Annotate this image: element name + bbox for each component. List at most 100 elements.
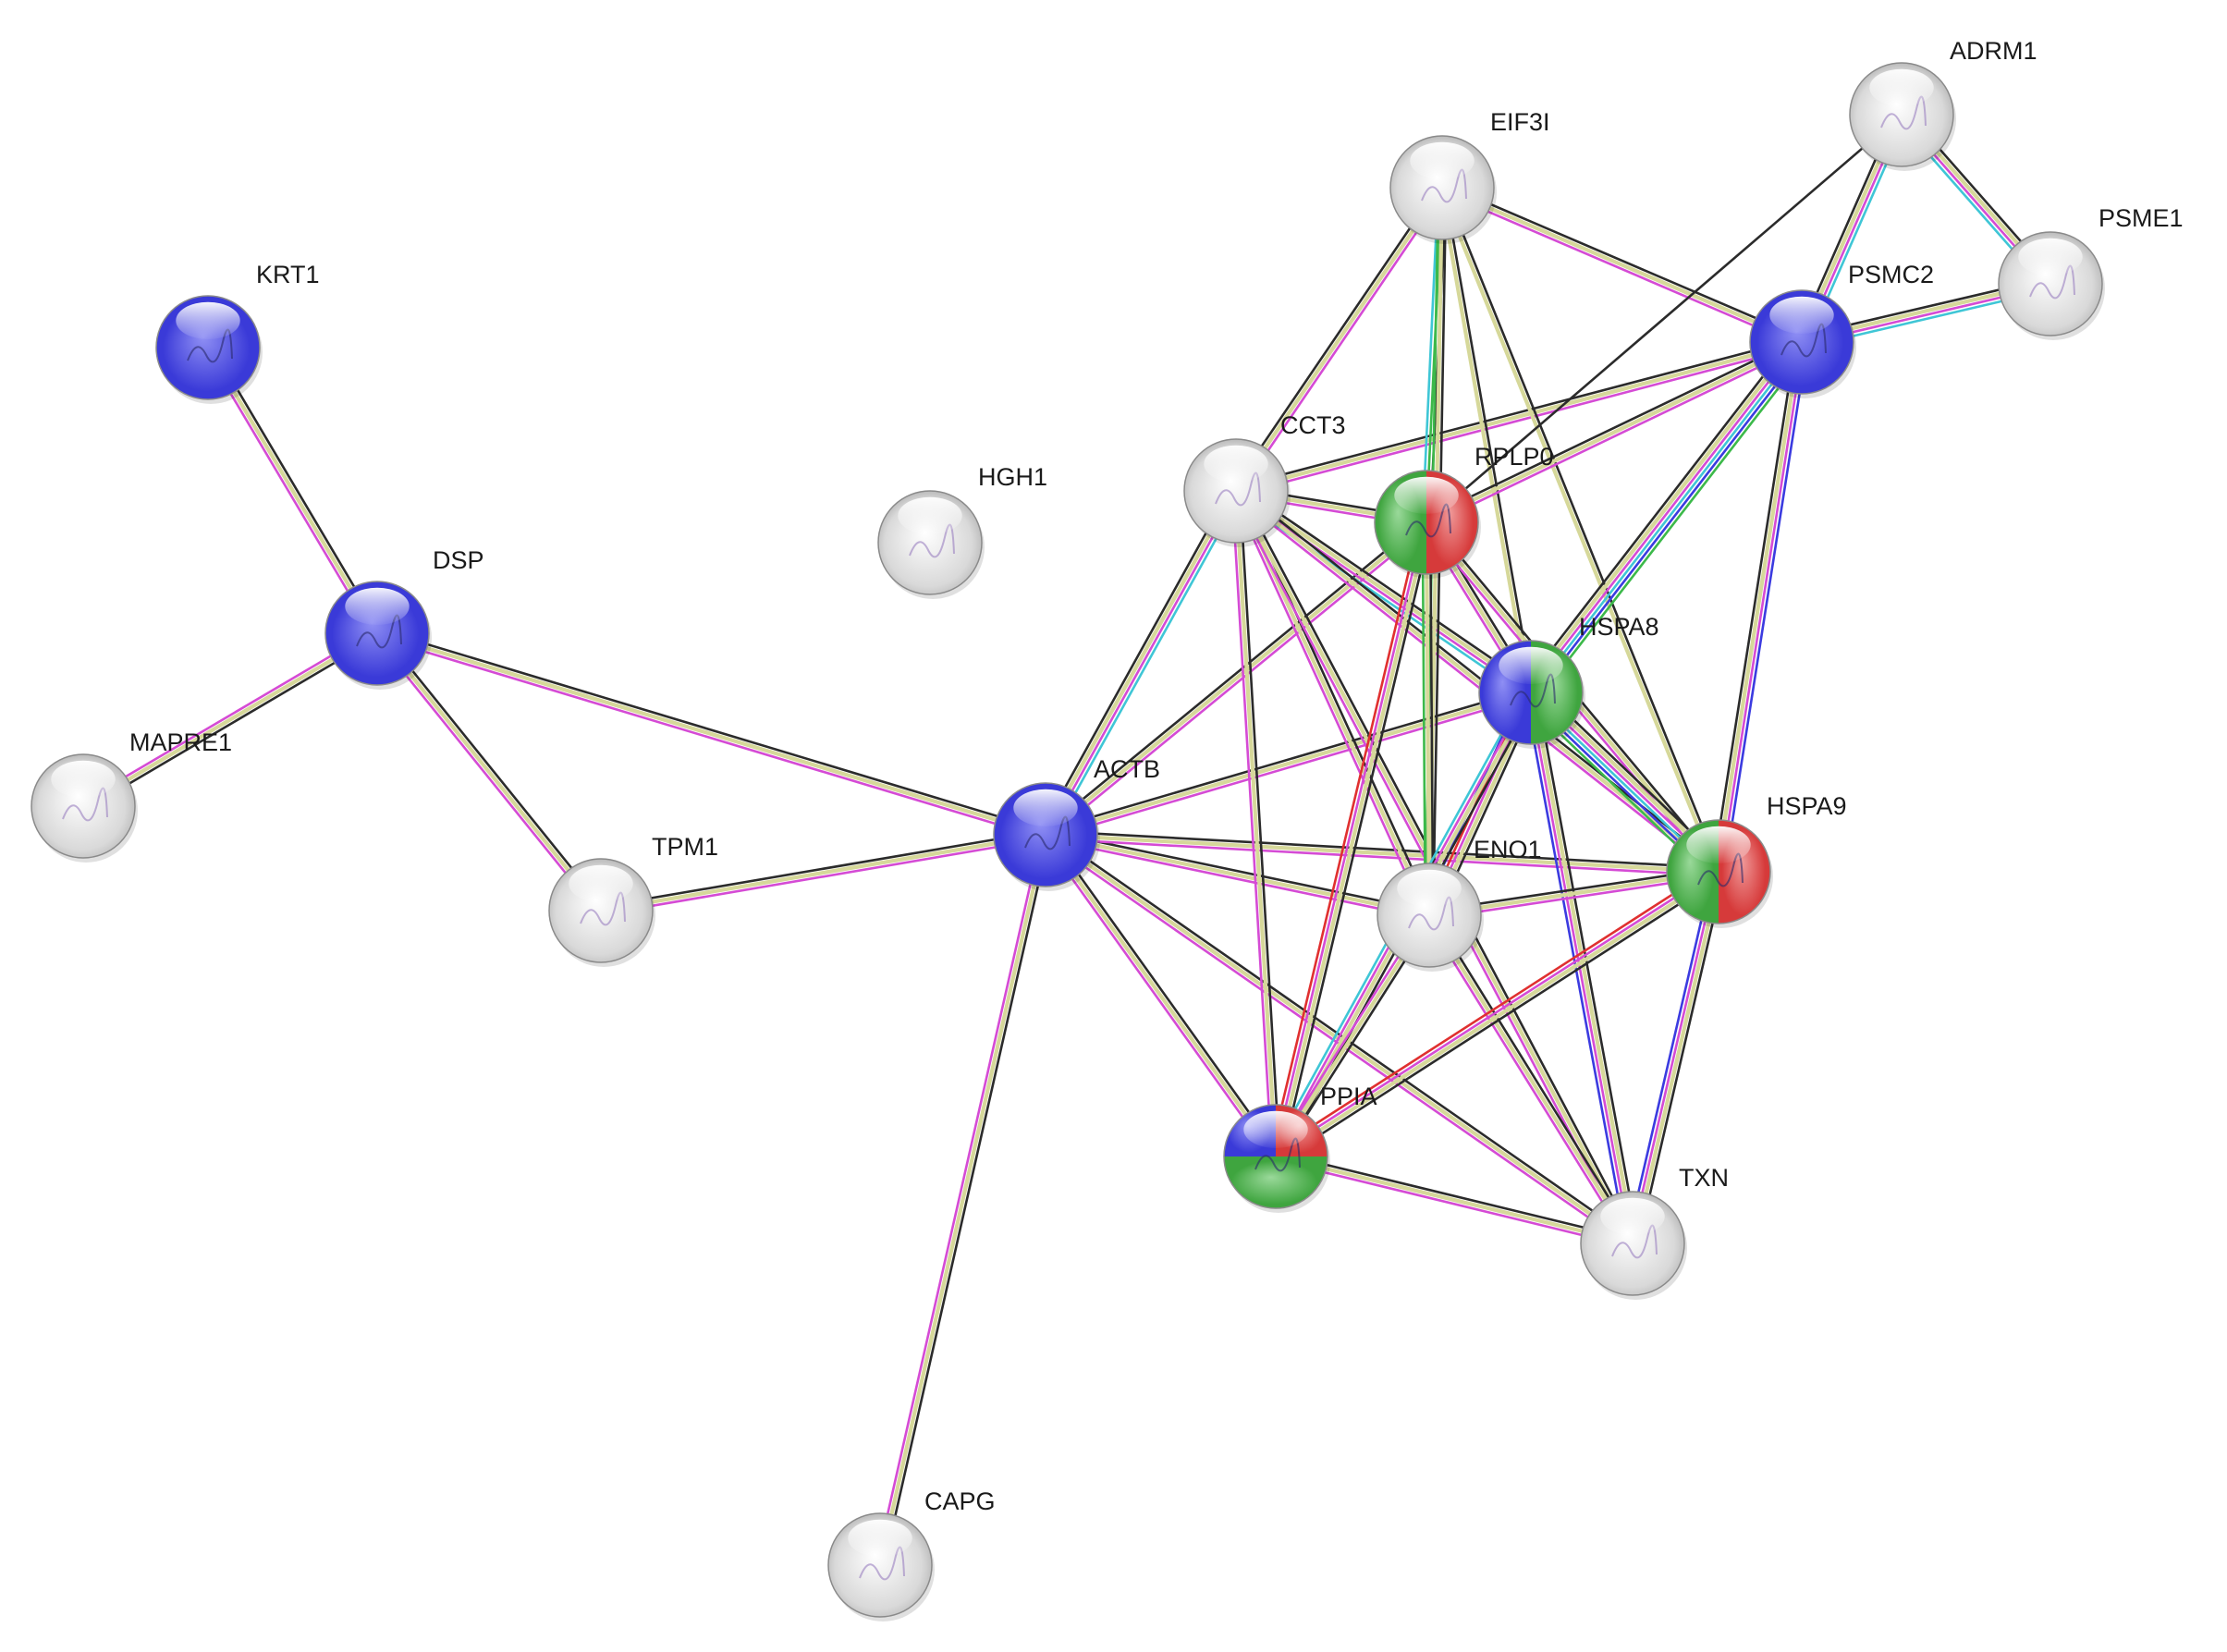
node-label-mapre1: MAPRE1 — [129, 728, 232, 756]
edge-channel-yellow — [1273, 1154, 1635, 1246]
edge-channel-cyan — [1531, 341, 1805, 695]
edge-rplp0-adrm1 — [1425, 113, 1903, 524]
edge-eif3i-psmc2 — [1439, 182, 1805, 348]
edge-channel-yellow — [877, 832, 1048, 1568]
edge-channel-magenta — [373, 634, 600, 914]
node-krt1[interactable]: KRT1 — [155, 261, 320, 404]
edge-channel-yellow — [1438, 186, 1719, 875]
node-mapre1[interactable]: MAPRE1 — [31, 728, 232, 863]
edge-channel-yellow — [80, 630, 380, 809]
edge-channel-yellow — [1632, 870, 1723, 1246]
node-dsp[interactable]: DSP — [324, 546, 484, 690]
edge-channel-black — [1045, 829, 1432, 913]
edge-channel-black — [83, 635, 381, 811]
node-psme1[interactable]: PSME1 — [1998, 204, 2184, 340]
node-hspa9[interactable]: HSPA9 — [1666, 792, 1847, 928]
edge-channel-black — [1039, 486, 1232, 834]
node-capg[interactable]: CAPG — [827, 1487, 996, 1621]
edge-channel-black — [1442, 186, 1535, 693]
edge-channel-yellow — [1523, 337, 1800, 691]
edge-hspa9-psmc2 — [1711, 339, 1809, 875]
node-outline — [1666, 819, 1771, 924]
edge-eif3i-hspa8 — [1438, 186, 1535, 695]
node-label-ppia: PPIA — [1320, 1083, 1377, 1110]
node-hgh1[interactable]: HGH1 — [877, 463, 1047, 599]
edge-channel-black — [1275, 1151, 1635, 1242]
node-label-krt1: KRT1 — [256, 261, 320, 288]
edge-channel-yellow — [1530, 690, 1637, 1245]
edge-channel-yellow — [1043, 832, 1279, 1159]
node-txn[interactable]: TXN — [1580, 1164, 1729, 1300]
edge-channel-blue — [1534, 344, 1808, 698]
edge-eif3i-hspa9 — [1438, 185, 1722, 875]
node-label-hgh1: HGH1 — [978, 463, 1047, 491]
node-cct3[interactable]: CCT3 — [1183, 411, 1346, 547]
edge-channel-magenta — [1043, 837, 1430, 921]
edge-channel-yellow — [1043, 832, 1432, 918]
edge-cct3-eif3i — [1231, 184, 1447, 495]
edge-dsp-tpm1 — [373, 630, 606, 914]
edge-channel-black — [1711, 339, 1798, 873]
edge-rplp0-psmc2 — [1423, 337, 1805, 528]
edge-channel-green — [1421, 520, 1427, 917]
edge-channel-red — [1271, 865, 1717, 1154]
edge-channel-black — [1238, 489, 1281, 1158]
node-label-psme1: PSME1 — [2099, 204, 2184, 232]
edge-actb-capg — [875, 832, 1051, 1568]
edge-channel-blue — [1625, 869, 1715, 1243]
edge-channel-magenta — [1230, 489, 1274, 1158]
edge-channel-black — [1425, 113, 1903, 524]
node-highlight — [848, 1519, 912, 1558]
edge-channel-yellow — [374, 630, 1048, 838]
edge-channel-black — [1231, 184, 1440, 490]
edge-channel-black — [378, 630, 606, 910]
edge-channel-magenta — [1046, 490, 1240, 838]
edge-channel-yellow — [1233, 339, 1805, 494]
node-adrm1[interactable]: ADRM1 — [1849, 37, 2037, 171]
node-tpm1[interactable]: TPM1 — [548, 833, 718, 967]
edge-actb-eno1 — [1043, 829, 1432, 921]
node-label-eif3i: EIF3I — [1490, 108, 1550, 136]
edge-channel-red — [1268, 520, 1423, 1156]
edge-channel-magenta — [1528, 339, 1802, 693]
edge-channel-black — [1046, 830, 1636, 1242]
node-ppia[interactable]: PPIA — [1223, 1083, 1377, 1213]
node-highlight — [1013, 789, 1078, 827]
edge-channel-black — [1044, 829, 1720, 870]
node-label-cct3: CCT3 — [1280, 411, 1346, 439]
edge-channel-black — [1535, 690, 1640, 1244]
edge-krt1-dsp — [203, 344, 382, 637]
node-highlight — [1499, 646, 1563, 685]
node-highlight — [569, 864, 633, 903]
node-highlight — [1600, 1197, 1665, 1236]
edge-channel-yellow — [1233, 185, 1445, 494]
edge-channel-magenta — [1041, 836, 1274, 1160]
edge-channel-magenta — [1439, 190, 1802, 348]
node-actb[interactable]: ACTB — [993, 755, 1160, 891]
node-label-hspa8: HSPA8 — [1579, 613, 1659, 641]
node-label-capg: CAPG — [924, 1487, 996, 1515]
node-highlight — [1243, 1110, 1308, 1149]
edge-channel-magenta — [1426, 344, 1805, 528]
node-highlight — [1686, 826, 1751, 864]
node-hspa8[interactable]: HSPA8 — [1478, 613, 1659, 749]
node-label-actb: ACTB — [1094, 755, 1160, 783]
edge-channel-magenta — [1045, 694, 1534, 840]
node-eno1[interactable]: ENO1 — [1377, 836, 1542, 972]
node-eif3i[interactable]: EIF3I — [1389, 108, 1550, 244]
edge-channel-magenta — [1044, 837, 1720, 877]
node-highlight — [1410, 141, 1474, 180]
node-psmc2[interactable]: PSMC2 — [1749, 261, 1934, 398]
node-segment-green — [1224, 1156, 1328, 1208]
edge-dsp-mapre1 — [80, 629, 381, 811]
edge-hspa8-psmc2 — [1522, 335, 1811, 700]
edge-actb-ppia — [1041, 831, 1280, 1160]
edge-channel-black — [1431, 912, 1637, 1243]
node-rplp0[interactable]: RPLP0 — [1374, 443, 1554, 579]
edge-channel-black — [210, 344, 382, 633]
edge-channel-yellow — [1275, 871, 1722, 1160]
edge-channel-black — [1442, 185, 1722, 873]
edge-channel-yellow — [1424, 520, 1432, 918]
